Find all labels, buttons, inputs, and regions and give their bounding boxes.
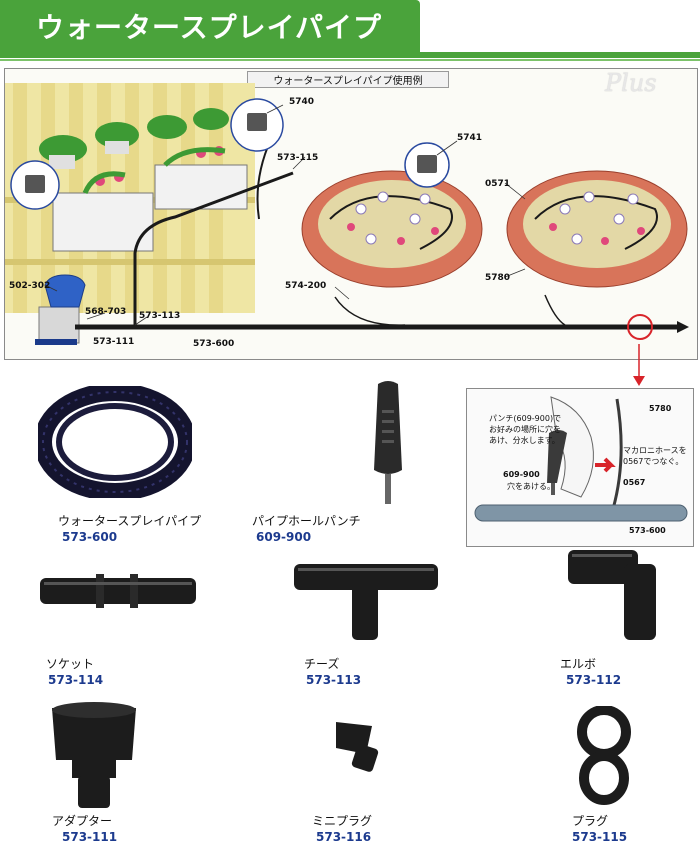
diagram-title: ウォータースプレイパイプ使用例 [247, 71, 449, 88]
label-5780: 5780 [485, 273, 511, 283]
usage-diagram: ウォータースプレイパイプ使用例 Plus [4, 68, 698, 360]
header-tab: ウォータースプレイパイプ [0, 0, 420, 52]
leader-lines [44, 104, 526, 326]
product-name: アダプター [52, 814, 113, 828]
label-573-600: 573-600 [193, 339, 235, 349]
label-573-115-top: 573-115 [277, 153, 319, 163]
product-code: 573-113 [306, 673, 362, 687]
faucet-illustration [35, 274, 86, 345]
elbow-icon [568, 550, 656, 640]
product-name: パイプホールパンチ [252, 514, 361, 528]
highlight-circle [627, 314, 653, 340]
code-573-600: 573-600 [629, 526, 666, 535]
product-code: 573-116 [316, 830, 372, 844]
main-pipe-illustration [75, 138, 689, 333]
label-573-111: 573-111 [93, 337, 135, 347]
note-left-line-1: パンチ(609-900)で [489, 414, 562, 423]
usage-illustration [5, 83, 689, 345]
hole-punch-icon [547, 430, 567, 495]
code-5780: 5780 [649, 404, 672, 413]
detail-illustration [474, 396, 688, 522]
macaroni-hose-illustration [611, 398, 623, 510]
note-right-line-2: 0567でつなぐ。 [623, 457, 684, 466]
flower-bed-illustration [301, 170, 688, 288]
red-arrow-icon [595, 457, 616, 473]
label-568-703: 568-703 [85, 307, 127, 317]
header-rule [0, 52, 700, 58]
adapter-icon [52, 702, 136, 808]
label-5740: 5740 [289, 97, 315, 107]
product-code: 573-114 [48, 673, 104, 687]
detail-arrow [633, 344, 645, 386]
timer-device-icons [25, 113, 437, 193]
product-name: ウォータースプレイパイプ [58, 514, 202, 528]
hole-punch-icon [374, 381, 402, 504]
pipe-illustration [474, 504, 688, 522]
label-502-302: 502-302 [9, 281, 51, 291]
page-title: ウォータースプレイパイプ [36, 11, 383, 44]
planter-box-illustration [52, 146, 248, 252]
hanging-plant-illustration [39, 108, 229, 169]
product-code: 573-115 [572, 830, 628, 844]
product-code: 573-112 [566, 673, 622, 687]
mini-plug-icon [336, 722, 379, 772]
hole-text: 穴をあける。 [507, 482, 555, 491]
code-609-900: 609-900 [503, 470, 540, 479]
product-name: ミニプラグ [312, 814, 373, 828]
socket-icon [40, 574, 196, 608]
product-code: 573-600 [62, 530, 118, 544]
product-name: チーズ [304, 657, 340, 671]
product-name: エルボ [560, 657, 597, 671]
brand-logo: Plus [605, 69, 657, 97]
plug-icon [577, 706, 631, 805]
hand-illustration [550, 396, 594, 498]
header-rule-accent [0, 59, 700, 61]
punch-instructions: パンチ(609-900)で お好みの場所に穴を あけ、分水します。 [489, 413, 561, 446]
note-left-line-3: あけ、分水します。 [489, 436, 560, 445]
note-left-line-2: お好みの場所に穴を [489, 425, 561, 434]
coiled-pipe-icon [38, 386, 192, 498]
product-code: 573-111 [62, 830, 118, 844]
product-name: ソケット [46, 657, 95, 671]
code-0567: 0567 [623, 478, 646, 487]
label-573-113: 573-113 [139, 311, 181, 321]
label-0571: 0571 [485, 179, 511, 189]
label-5741: 5741 [457, 133, 483, 143]
label-574-200: 574-200 [285, 281, 327, 291]
tee-icon [294, 564, 438, 640]
detail-box: パンチ(609-900)で お好みの場所に穴を あけ、分水します。 5780 マ… [466, 388, 694, 547]
product-name: プラグ [572, 814, 609, 828]
hose-instructions: マカロニホースを 0567でつなぐ。 [623, 445, 687, 467]
product-code: 609-900 [256, 530, 312, 544]
note-right-line-1: マカロニホースを [623, 446, 687, 455]
